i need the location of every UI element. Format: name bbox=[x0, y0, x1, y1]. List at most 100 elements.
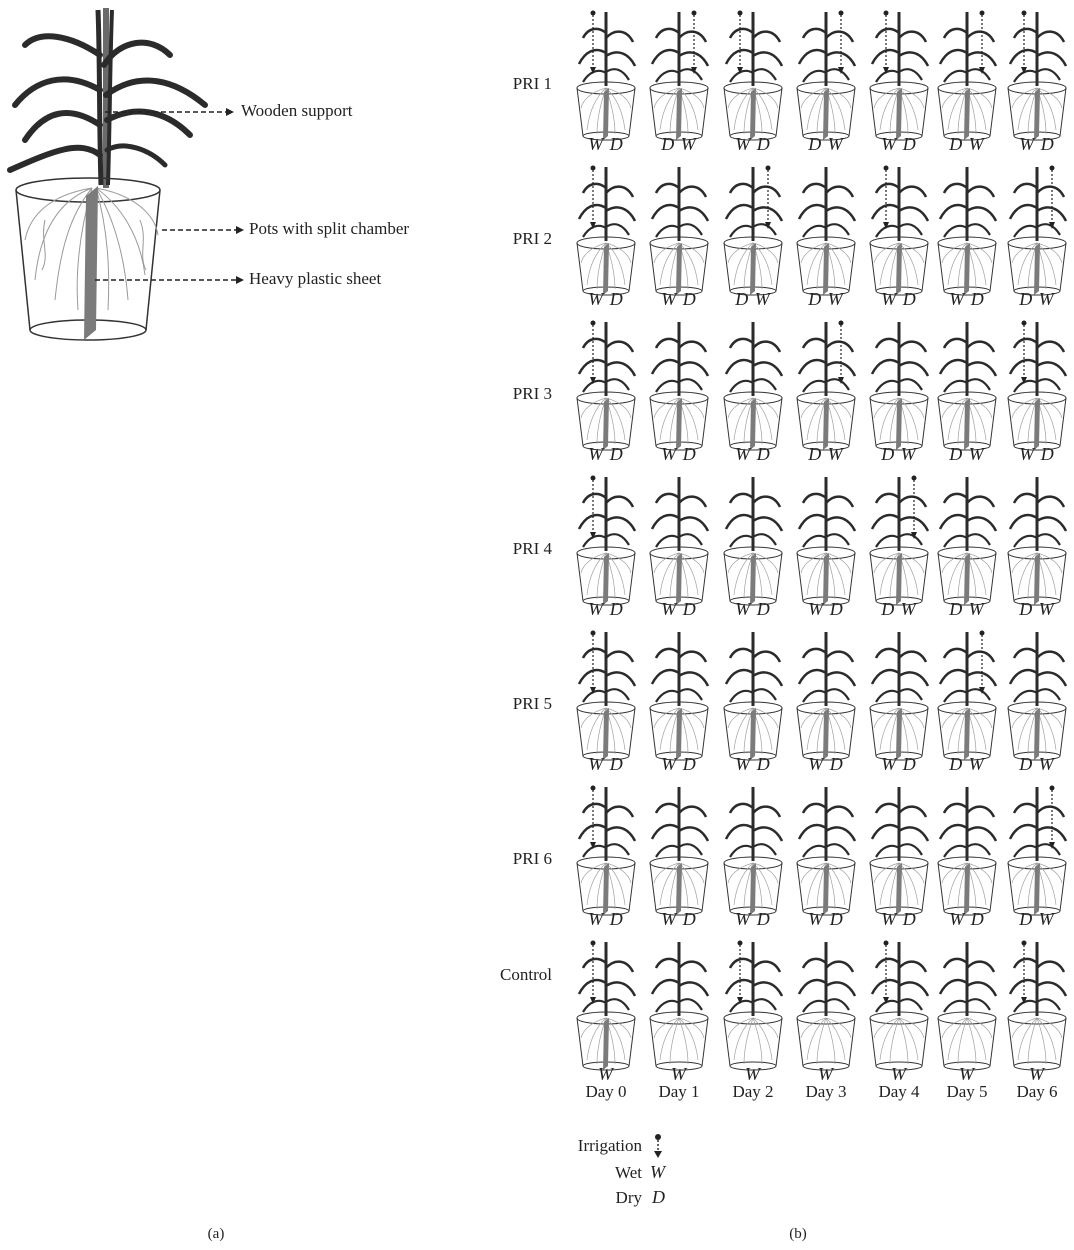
plant-pot-graphic bbox=[1004, 783, 1070, 918]
wet-dry-label: D W bbox=[1004, 289, 1070, 310]
wet-dry-label: D W bbox=[793, 134, 859, 155]
pot-cell: W bbox=[866, 938, 932, 1088]
plant-pot-graphic bbox=[720, 938, 786, 1073]
pot-cell: D W bbox=[1004, 783, 1070, 933]
plant-pot-graphic bbox=[1004, 8, 1070, 143]
plant-pot-graphic bbox=[573, 938, 639, 1073]
pot-cell: W D bbox=[720, 318, 786, 468]
plant-pot-graphic bbox=[934, 628, 1000, 763]
pot-cell: D W bbox=[646, 8, 712, 158]
plant-pot-graphic bbox=[793, 783, 859, 918]
plant-pot-graphic bbox=[720, 318, 786, 453]
wet-dry-label: W D bbox=[866, 134, 932, 155]
pot-cell: W D bbox=[1004, 318, 1070, 468]
callout-pots-split-chamber: Pots with split chamber bbox=[249, 219, 409, 239]
plant-pot-graphic bbox=[793, 163, 859, 298]
plant-pot-graphic bbox=[866, 473, 932, 608]
caption-a: (a) bbox=[196, 1226, 236, 1243]
row-label: PRI 1 bbox=[486, 74, 552, 94]
pot-cell: D W bbox=[934, 628, 1000, 778]
pot-cell: W bbox=[646, 938, 712, 1088]
pot-cell: D W bbox=[934, 473, 1000, 623]
row-label: PRI 5 bbox=[486, 694, 552, 714]
plant-pot-graphic bbox=[1004, 163, 1070, 298]
wet-dry-label: D W bbox=[934, 599, 1000, 620]
plant-pot-graphic bbox=[934, 473, 1000, 608]
row-label: PRI 4 bbox=[486, 539, 552, 559]
wet-dry-label: D W bbox=[866, 444, 932, 465]
wet-dry-label: W D bbox=[646, 599, 712, 620]
wet-dry-label: W D bbox=[720, 134, 786, 155]
pot-cell: D W bbox=[1004, 163, 1070, 313]
pot-cell: D W bbox=[793, 163, 859, 313]
plant-pot-graphic bbox=[793, 628, 859, 763]
pot-cell: D W bbox=[934, 8, 1000, 158]
plant-pot-graphic bbox=[793, 318, 859, 453]
plant-pot-graphic bbox=[866, 318, 932, 453]
pot-cell: W D bbox=[573, 783, 639, 933]
pot-cell: W D bbox=[573, 163, 639, 313]
pot-cell: D W bbox=[934, 318, 1000, 468]
plant-pot-graphic bbox=[793, 473, 859, 608]
wet-dry-label: D W bbox=[720, 289, 786, 310]
plant-pot-graphic bbox=[646, 8, 712, 143]
legend-irrigation-label: Irrigation bbox=[540, 1136, 642, 1156]
wet-dry-label: W D bbox=[866, 909, 932, 930]
pot-cell: W D bbox=[1004, 8, 1070, 158]
wet-dry-label: D W bbox=[1004, 754, 1070, 775]
wet-dry-label: W D bbox=[866, 289, 932, 310]
pot-cell: W bbox=[573, 938, 639, 1088]
plant-pot-graphic bbox=[646, 473, 712, 608]
plant-pot-graphic bbox=[720, 628, 786, 763]
wet-dry-label: D W bbox=[934, 754, 1000, 775]
wet-dry-label: W D bbox=[720, 909, 786, 930]
plant-pot-graphic bbox=[720, 163, 786, 298]
day-label: Day 0 bbox=[573, 1082, 639, 1102]
pot-cell: W D bbox=[720, 473, 786, 623]
wet-dry-label: W D bbox=[793, 909, 859, 930]
plant-pot-graphic bbox=[934, 163, 1000, 298]
pot-cell: W D bbox=[720, 783, 786, 933]
legend-dry-label: Dry bbox=[560, 1188, 642, 1208]
plant-pot-graphic bbox=[793, 938, 859, 1073]
plant-pot-graphic bbox=[934, 783, 1000, 918]
plant-pot-graphic bbox=[1004, 938, 1070, 1073]
plant-pot-graphic bbox=[934, 938, 1000, 1073]
plant-pot-graphic bbox=[934, 318, 1000, 453]
pot-cell: D W bbox=[793, 8, 859, 158]
plant-pot-graphic bbox=[793, 8, 859, 143]
wet-dry-label: W D bbox=[573, 134, 639, 155]
pot-cell: W D bbox=[646, 473, 712, 623]
wet-dry-label: D W bbox=[934, 444, 1000, 465]
day-label: Day 1 bbox=[646, 1082, 712, 1102]
plant-pot-graphic bbox=[573, 473, 639, 608]
plant-pot-graphic bbox=[720, 783, 786, 918]
wet-dry-label: W D bbox=[720, 444, 786, 465]
wet-dry-label: W D bbox=[934, 289, 1000, 310]
callout-wooden-support: Wooden support bbox=[241, 101, 352, 121]
plant-pot-graphic bbox=[720, 8, 786, 143]
pot-cell: W D bbox=[866, 8, 932, 158]
pot-cell: D W bbox=[793, 318, 859, 468]
wet-dry-label: W D bbox=[866, 754, 932, 775]
irrigation-icon bbox=[652, 1133, 664, 1159]
pot-cell: D W bbox=[1004, 473, 1070, 623]
caption-b: (b) bbox=[778, 1226, 818, 1243]
day-label: Day 3 bbox=[793, 1082, 859, 1102]
pot-cell: D W bbox=[866, 473, 932, 623]
day-label: Day 6 bbox=[1004, 1082, 1070, 1102]
wet-dry-label: W D bbox=[646, 444, 712, 465]
legend-wet-symbol: W bbox=[650, 1162, 665, 1183]
plant-pot-graphic bbox=[934, 8, 1000, 143]
wet-dry-label: W D bbox=[573, 909, 639, 930]
pot-cell: W D bbox=[646, 318, 712, 468]
day-label: Day 4 bbox=[866, 1082, 932, 1102]
wet-dry-label: W D bbox=[793, 599, 859, 620]
pot-cell: W D bbox=[793, 628, 859, 778]
plant-pot-graphic bbox=[1004, 628, 1070, 763]
row-label: PRI 3 bbox=[486, 384, 552, 404]
wet-dry-label: W D bbox=[793, 754, 859, 775]
day-label: Day 5 bbox=[934, 1082, 1000, 1102]
plant-pot-graphic bbox=[866, 163, 932, 298]
wet-dry-label: D W bbox=[934, 134, 1000, 155]
